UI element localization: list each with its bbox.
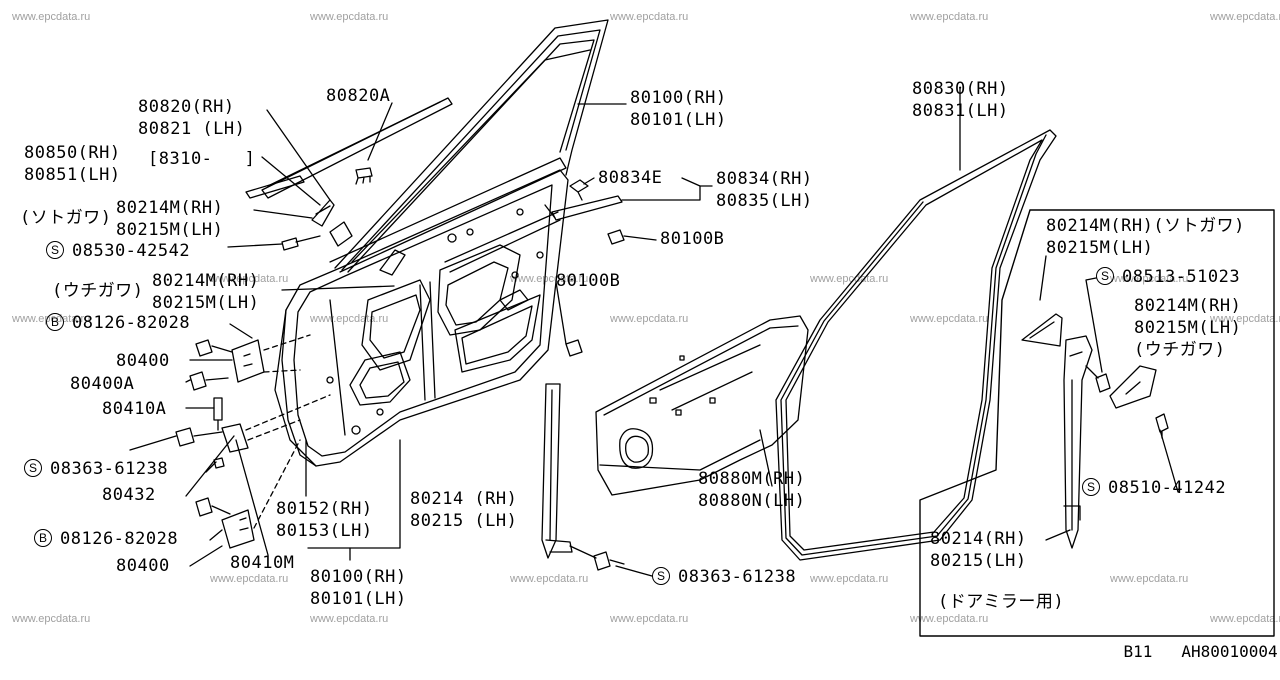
hinge-upper-part <box>189 339 265 431</box>
s-symbol-icon: S <box>1082 478 1100 496</box>
watermark: www.epcdata.ru <box>910 313 989 325</box>
door-trim-panel-part <box>595 315 809 496</box>
grommet-part <box>607 229 625 245</box>
label-80850: 80850(RH) 80851(LH) <box>24 143 121 186</box>
label-80834: 80834(RH) 80835(LH) <box>716 169 813 212</box>
diagram-footer: B11 AH80010004 <box>1085 623 1278 680</box>
label-80400A: 80400A <box>70 374 135 394</box>
watermark: www.epcdata.ru <box>1110 273 1189 285</box>
s-symbol-icon: S <box>24 459 42 477</box>
parts-diagram: www.epcdata.ru www.epcdata.ru www.epcdat… <box>12 11 1280 661</box>
label-80410M: 80410M <box>230 553 295 573</box>
label-80100B-top: 80100B <box>660 229 725 249</box>
watermark: www.epcdata.ru <box>310 313 389 325</box>
hinge-lower-part <box>175 423 255 549</box>
label-sotogawa: (ソトガワ) <box>20 208 112 228</box>
grommet-part <box>565 339 583 357</box>
s-symbol-icon: S <box>46 241 64 259</box>
run-channel-part <box>541 383 625 571</box>
door-shell-part <box>274 19 609 467</box>
label-80400-bottom: 80400 <box>116 556 170 576</box>
run-channel-part <box>1063 335 1093 549</box>
label-08363-left: 08363-61238 <box>50 459 169 479</box>
label-80410A: 80410A <box>102 399 167 419</box>
s-symbol-icon: S <box>652 567 670 585</box>
label-80830: 80830(RH) 80831(LH) <box>912 79 1009 122</box>
watermark: www.epcdata.ru <box>310 11 389 23</box>
label-box-80214: 80214(RH) 80215(LH) <box>930 529 1027 572</box>
watermark: www.epcdata.ru <box>910 11 989 23</box>
guide-line <box>245 334 331 529</box>
clip-part <box>355 167 373 185</box>
label-box-mirror-note: (ドアミラー用) <box>938 592 1065 612</box>
label-08363-center: 08363-61238 <box>678 567 797 587</box>
label-80100-bottom: 80100(RH) 80101(LH) <box>310 567 407 610</box>
label-uchigawa: (ウチガワ) <box>52 281 144 301</box>
watermark: www.epcdata.ru <box>510 573 589 585</box>
watermark: www.epcdata.ru <box>12 613 91 625</box>
watermark: www.epcdata.ru <box>1210 11 1280 23</box>
watermark: www.epcdata.ru <box>210 573 289 585</box>
label-80432: 80432 <box>102 485 156 505</box>
label-80100B-mid: 80100B <box>556 271 621 291</box>
bolt-part <box>281 235 321 251</box>
watermark: www.epcdata.ru <box>810 573 889 585</box>
watermark: www.epcdata.ru <box>1210 313 1280 325</box>
label-80100-top: 80100(RH) 80101(LH) <box>630 88 727 131</box>
mirror-variant-box <box>919 209 1275 637</box>
watermark: www.epcdata.ru <box>210 273 289 285</box>
label-08126-bottom: 08126-82028 <box>60 529 179 549</box>
label-08126-top: 08126-82028 <box>72 313 191 333</box>
footer-code: AH80010004 <box>1181 642 1278 661</box>
label-80152: 80152(RH) 80153(LH) <box>276 499 373 542</box>
watermark: www.epcdata.ru <box>610 613 689 625</box>
outer-weatherstrip-part <box>551 195 623 221</box>
label-80820A: 80820A <box>326 86 391 106</box>
leader-lines-right <box>959 87 1179 541</box>
mirror-corner-part <box>311 199 335 227</box>
label-08530: 08530-42542 <box>72 241 191 261</box>
label-80820: 80820(RH) 80821 (LH) <box>138 97 246 140</box>
screw-part <box>1155 413 1169 439</box>
label-box-80214m-uchigawa: 80214M(RH) 80215M(LH) (ウチガワ) <box>1134 296 1242 361</box>
leader-lines-left <box>129 102 401 567</box>
label-box-08510: 08510-41242 <box>1108 478 1227 498</box>
label-box-80214m-sotogawa: 80214M(RH)(ソトガワ) 80215M(LH) <box>1046 216 1245 259</box>
watermark: www.epcdata.ru <box>510 273 589 285</box>
watermark: www.epcdata.ru <box>1210 613 1280 625</box>
watermark: www.epcdata.ru <box>12 11 91 23</box>
label-80880: 80880M(RH) 80880N(LH) <box>698 469 806 512</box>
label-80400-top: 80400 <box>116 351 170 371</box>
watermark: www.epcdata.ru <box>810 273 889 285</box>
mirror-corner-part <box>329 221 353 247</box>
label-box-08513: 08513-51023 <box>1122 267 1241 287</box>
screw-part <box>1085 365 1111 393</box>
mirror-corner-part <box>1021 313 1063 347</box>
label-80834E: 80834E <box>598 168 663 188</box>
watermark: www.epcdata.ru <box>910 613 989 625</box>
watermark: www.epcdata.ru <box>610 313 689 325</box>
belt-moulding-part <box>245 97 453 199</box>
outer-weatherstrip-part <box>544 204 556 219</box>
label-80214-center: 80214 (RH) 80215 (LH) <box>410 489 518 532</box>
leader-lines-center <box>555 103 773 577</box>
footer-model: B11 <box>1123 642 1153 661</box>
label-bracket-8310: [8310- ] <box>148 149 256 169</box>
door-weatherstrip-part <box>775 129 1057 561</box>
mirror-corner-part <box>1109 365 1157 409</box>
b-symbol-icon: B <box>34 529 52 547</box>
door-line-art <box>129 19 1275 637</box>
watermark: www.epcdata.ru <box>1110 573 1189 585</box>
label-80214m-inner: 80214M(RH) 80215M(LH) <box>152 271 260 314</box>
watermark: www.epcdata.ru <box>610 11 689 23</box>
watermark: www.epcdata.ru <box>310 613 389 625</box>
clip-part <box>569 179 589 201</box>
s-symbol-icon: S <box>1096 267 1114 285</box>
b-symbol-icon: B <box>46 313 64 331</box>
label-80214m-outer: 80214M(RH) 80215M(LH) <box>116 198 224 241</box>
